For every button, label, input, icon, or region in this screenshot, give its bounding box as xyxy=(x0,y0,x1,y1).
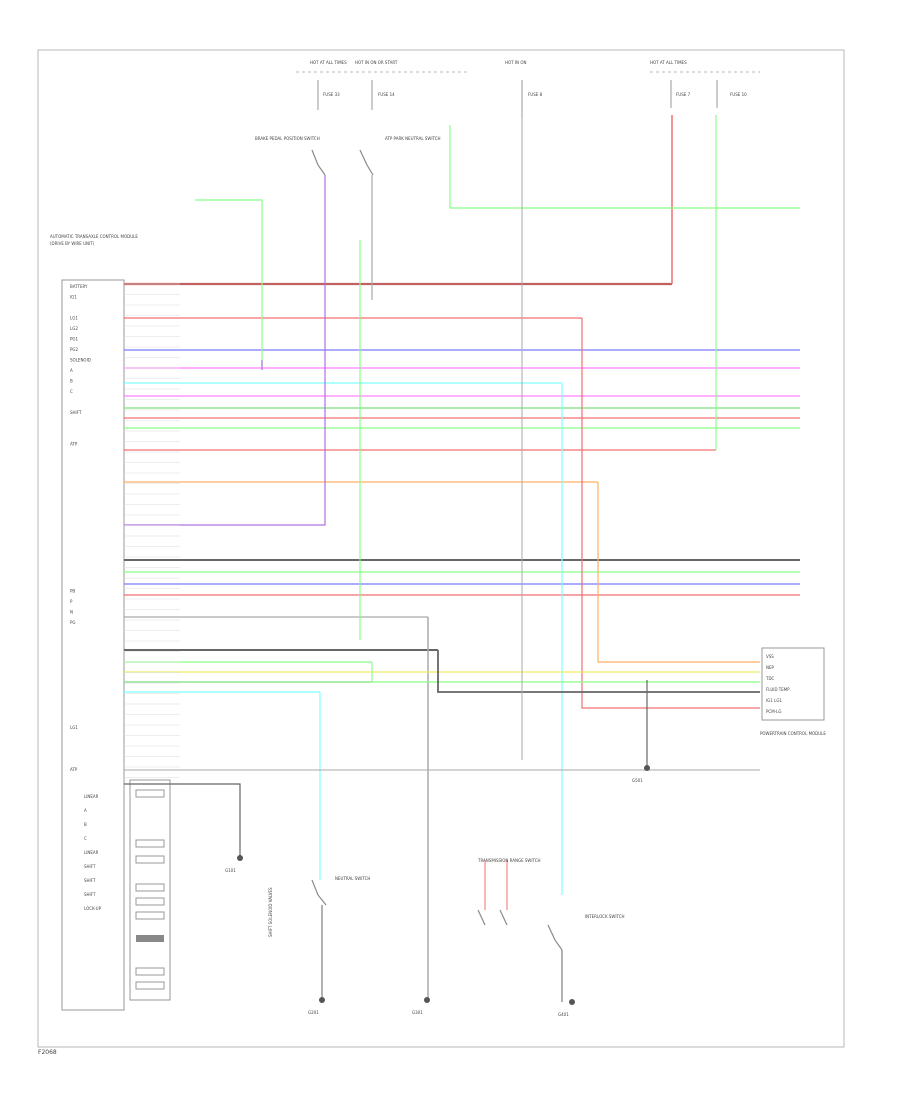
lower-components: NEUTRAL SWITCH INTERLOCK SWITCH TRANSMIS… xyxy=(225,765,650,1017)
upper-junction-2: HOT IN ON OR START xyxy=(355,60,398,65)
switch-neutral xyxy=(311,879,327,906)
upper-junction-3: HOT IN ON xyxy=(505,60,526,65)
fuse-label-3: FUSE 8 xyxy=(528,92,543,97)
solenoid-item xyxy=(135,897,165,906)
fuse-label-4: FUSE 7 xyxy=(676,92,691,97)
solenoid-item xyxy=(135,883,165,892)
diagram-frame xyxy=(37,49,845,1048)
switch-label-brake: BRAKE PEDAL POSITION SWITCH xyxy=(255,136,320,141)
ground-label-1: G101 xyxy=(225,868,236,873)
pcm-title: POWERTRAIN CONTROL MODULE xyxy=(760,731,826,736)
solenoid-item-label: C xyxy=(84,836,87,841)
shift-solenoid-box xyxy=(129,779,171,1001)
switch-label-interlock: INTERLOCK SWITCH xyxy=(585,914,625,919)
pin-label-layer: BATTERYIG1LG1LG2PG1PG2SOLENOIDABCSHIFTAT… xyxy=(70,283,790,911)
solenoid-item xyxy=(135,789,165,798)
module-pin-label: LG1 xyxy=(70,316,78,321)
solenoid-item xyxy=(135,981,165,990)
wire-pcm-org xyxy=(597,482,760,663)
solenoid-item xyxy=(136,935,164,942)
switch-label-atp: ATP PARK NEUTRAL SWITCH xyxy=(385,136,441,141)
ground-label-3: G301 xyxy=(412,1010,423,1015)
ground-g101 xyxy=(237,855,243,861)
switch-atp-upper xyxy=(359,149,374,176)
fuse-label-5: FUSE 10 xyxy=(730,92,747,97)
wire-pcm-blk xyxy=(437,650,760,693)
solenoid-item-label: LOCK-UP xyxy=(84,906,102,911)
control-module-box xyxy=(61,279,125,1011)
pcm-box xyxy=(761,647,825,721)
module-pin-label: N xyxy=(70,610,73,615)
solenoid-item-label: SHIFT xyxy=(84,878,96,883)
wire-range xyxy=(484,860,508,910)
wire-layer xyxy=(124,115,800,1002)
pcm-pin-label: PCM-LG xyxy=(766,709,781,714)
solenoid-item-label: SHIFT xyxy=(84,864,96,869)
ground-label-4: G401 xyxy=(558,1012,569,1017)
fuse-group: FUSE 33 FUSE 14 FUSE 8 FUSE 7 FUSE 10 xyxy=(317,80,747,118)
pcm-pin-label: TDC xyxy=(765,676,775,681)
switch-range-a xyxy=(477,909,486,926)
module-pin-label: SOLENOID xyxy=(70,358,91,363)
fuse-label-2: FUSE 14 xyxy=(378,92,395,97)
module-pin-label: LG2 xyxy=(70,326,78,331)
ground-g501 xyxy=(644,765,650,771)
ground-g201 xyxy=(319,997,325,1003)
switch-label-range: TRANSMISSION RANGE SWITCH xyxy=(477,858,541,863)
module-pin-label: SHIFT xyxy=(70,410,82,415)
wire-ground-1 xyxy=(124,783,241,858)
shift-solenoid-items xyxy=(135,789,165,990)
wire-atp-pur xyxy=(124,175,326,526)
solenoid-item xyxy=(135,967,165,976)
pcm-pin-label: FLUID TEMP xyxy=(766,687,790,692)
solenoid-item-label: LINEAR xyxy=(84,794,99,799)
upper-junction-4: HOT AT ALL TIMES xyxy=(650,60,687,65)
solenoid-item xyxy=(135,839,165,848)
module-pin-label: BATTERY xyxy=(70,284,88,289)
solenoid-item-label: A xyxy=(84,808,87,813)
module-pin-label: PG1 xyxy=(70,337,79,342)
switch-brake-upper xyxy=(311,149,326,176)
ground-g301 xyxy=(424,997,430,1003)
module-pin-label: B xyxy=(70,379,73,384)
shift-solenoid-title: SHIFT SOLENOID VALVES xyxy=(268,887,273,937)
solenoid-item-label: SHIFT xyxy=(84,892,96,897)
wire-pcm-lg xyxy=(371,662,760,683)
switch-label-neutral: NEUTRAL SWITCH xyxy=(335,876,370,881)
module-pin-label: LG1 xyxy=(70,725,78,730)
module-pin-label: PB xyxy=(70,589,75,594)
solenoid-item xyxy=(135,911,165,920)
pcm-pin-label: NEP xyxy=(766,665,775,670)
pcm-pin-label: IG1 LG1 xyxy=(766,698,782,703)
wire-brake-sw xyxy=(195,199,263,368)
control-module-subtitle: (DRIVE BY WIRE UNIT) xyxy=(50,241,95,246)
switch-interlock xyxy=(547,924,563,951)
module-pin-label: IG1 xyxy=(70,295,77,300)
module-pin-label: PG2 xyxy=(70,347,79,352)
module-pin-label: A xyxy=(70,368,73,373)
solenoid-item-label: B xyxy=(84,822,87,827)
switch-range-b xyxy=(499,909,508,926)
module-pin-label: ATP xyxy=(70,767,78,772)
control-module-title: AUTOMATIC TRANSAXLE CONTROL MODULE xyxy=(50,234,138,239)
pcm-pin-label: VSS xyxy=(766,654,774,659)
ground-label-5: G501 xyxy=(632,778,643,783)
ground-g401 xyxy=(569,999,575,1005)
wire-top-lg xyxy=(449,125,800,209)
module-pin-label: PG xyxy=(70,620,76,625)
solenoid-item-label: LINEAR xyxy=(84,850,99,855)
footer-code: F2068 xyxy=(38,1049,57,1056)
module-pin-label: C xyxy=(70,389,73,394)
module-pin-label: P xyxy=(70,599,73,604)
fuse-label-1: FUSE 33 xyxy=(323,92,340,97)
module-pin-label: ATP xyxy=(70,442,78,447)
solenoid-item xyxy=(135,855,165,864)
ground-label-2: G201 xyxy=(308,1010,319,1015)
upper-junction-1: HOT AT ALL TIMES xyxy=(310,60,347,65)
wire-pcm-red xyxy=(581,318,760,709)
